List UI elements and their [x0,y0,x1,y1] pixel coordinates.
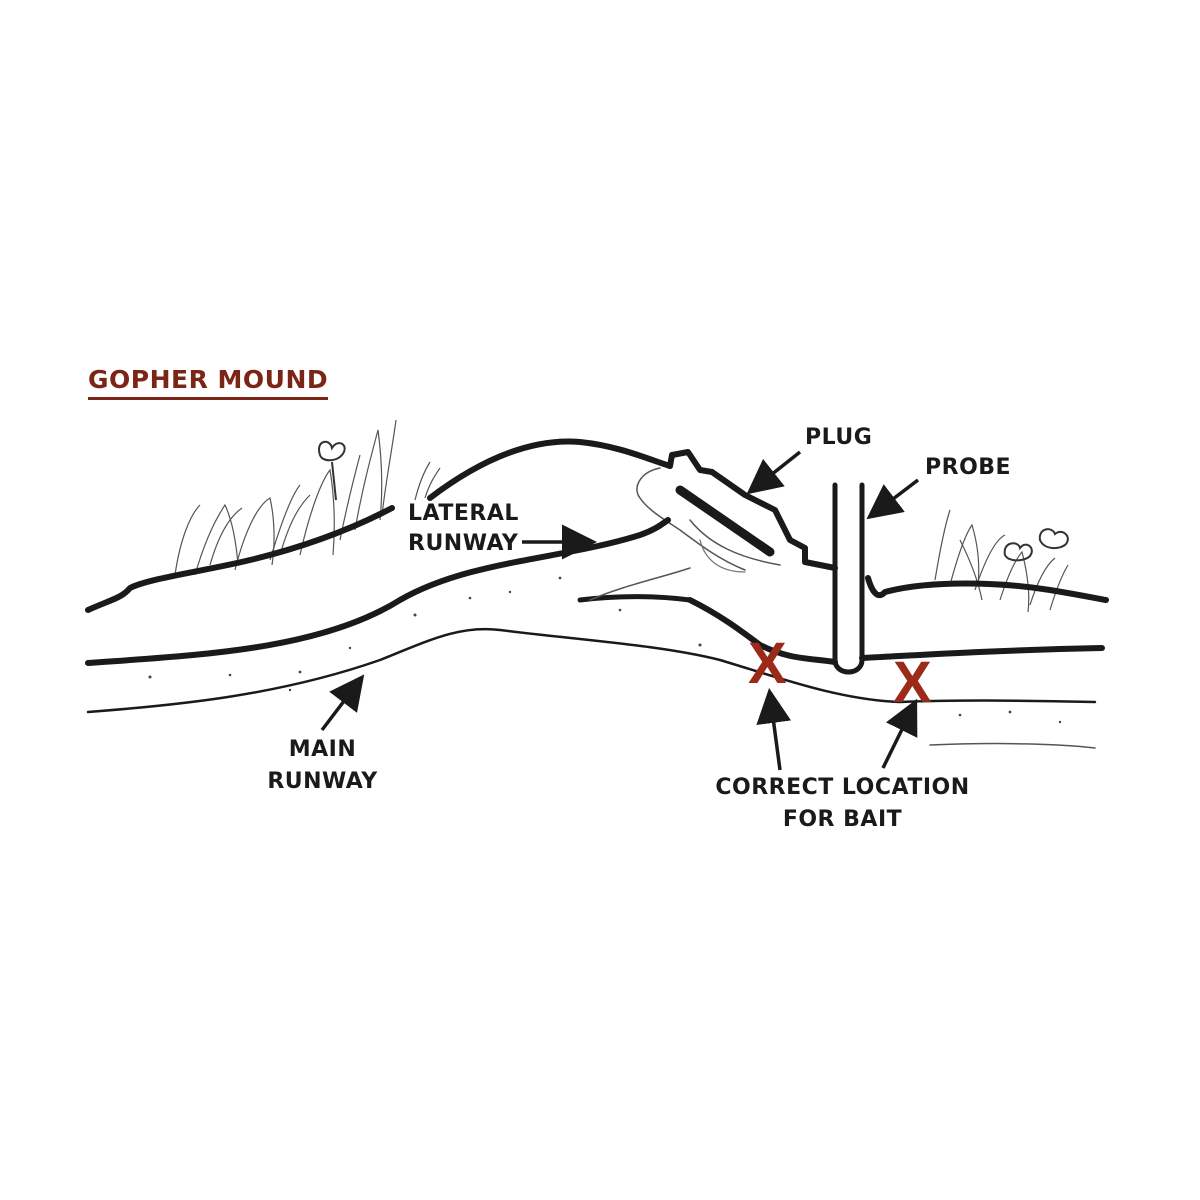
bait-marker-right: X [893,650,932,715]
arrow-probe [872,480,918,515]
label-probe: PROBE [925,452,1011,484]
probe [835,485,862,672]
flower-icon-right [1005,529,1068,560]
label-main-runway-line2: RUNWAY [255,766,390,798]
arrow-main-runway [322,680,360,730]
bait-marker-left: X [748,631,787,696]
diagram-title: GOPHER MOUND [88,365,328,400]
label-bait-location-line2: FOR BAIT [700,804,985,836]
label-lateral-runway-line2: RUNWAY [408,528,518,560]
arrow-bait-left [770,695,780,770]
arrow-plug [752,452,800,490]
flower-icon-left [319,442,345,500]
grass-right [935,510,1068,612]
grass-left [175,420,440,575]
label-plug: PLUG [805,422,872,454]
label-main-runway-line1: MAIN [255,734,390,766]
label-bait-location-line1: CORRECT LOCATION [700,772,985,804]
label-lateral-runway-line1: LATERAL [408,498,519,530]
